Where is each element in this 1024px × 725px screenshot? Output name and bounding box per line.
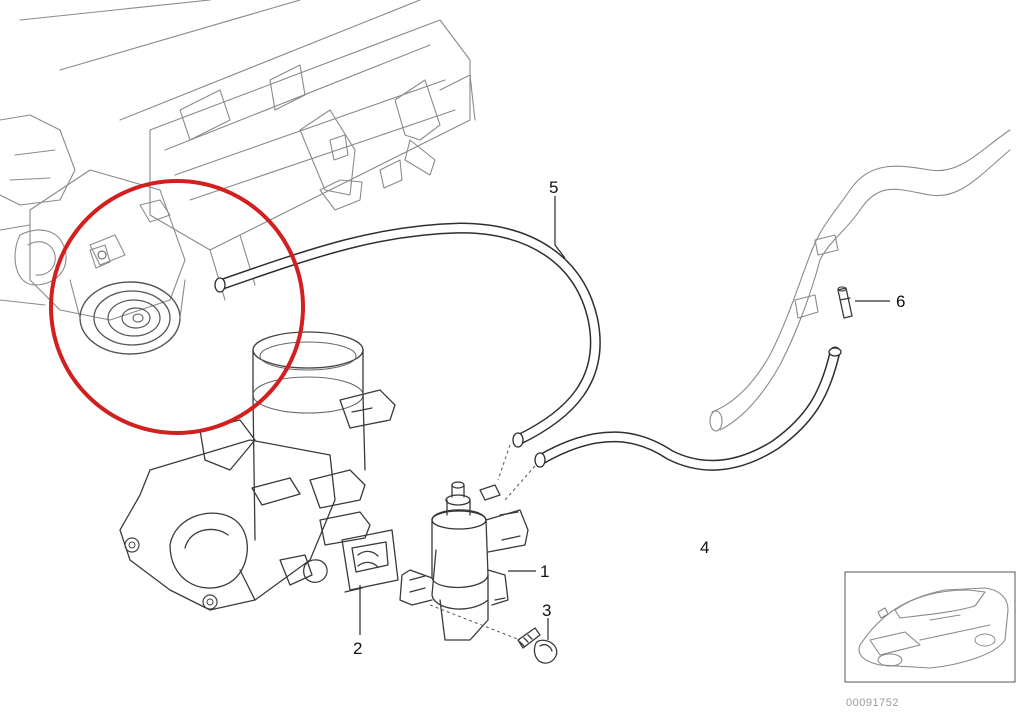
bolt — [517, 627, 558, 664]
callout-4: 4 — [700, 538, 709, 557]
vacuum-hose-4 — [534, 346, 842, 471]
callout-3: 3 — [542, 601, 551, 620]
assembly-guides — [429, 444, 536, 641]
leader-lines — [359, 196, 890, 640]
pressure-converter — [399, 481, 529, 641]
reference-hose — [709, 129, 1011, 432]
engine-block — [0, 0, 476, 321]
pulley — [69, 244, 186, 355]
callout-1: 1 — [540, 562, 549, 581]
image-reference-number: 00091752 — [846, 697, 899, 709]
throttle-body — [119, 331, 396, 611]
vacuum-hose-5 — [214, 222, 601, 448]
callout-6: 6 — [896, 292, 905, 311]
callout-2: 2 — [353, 639, 362, 658]
hose-connector — [837, 286, 853, 319]
highlight-circle — [49, 179, 305, 435]
bracket — [341, 529, 399, 593]
vehicle-thumbnail — [844, 571, 1016, 683]
callout-5: 5 — [549, 178, 558, 197]
